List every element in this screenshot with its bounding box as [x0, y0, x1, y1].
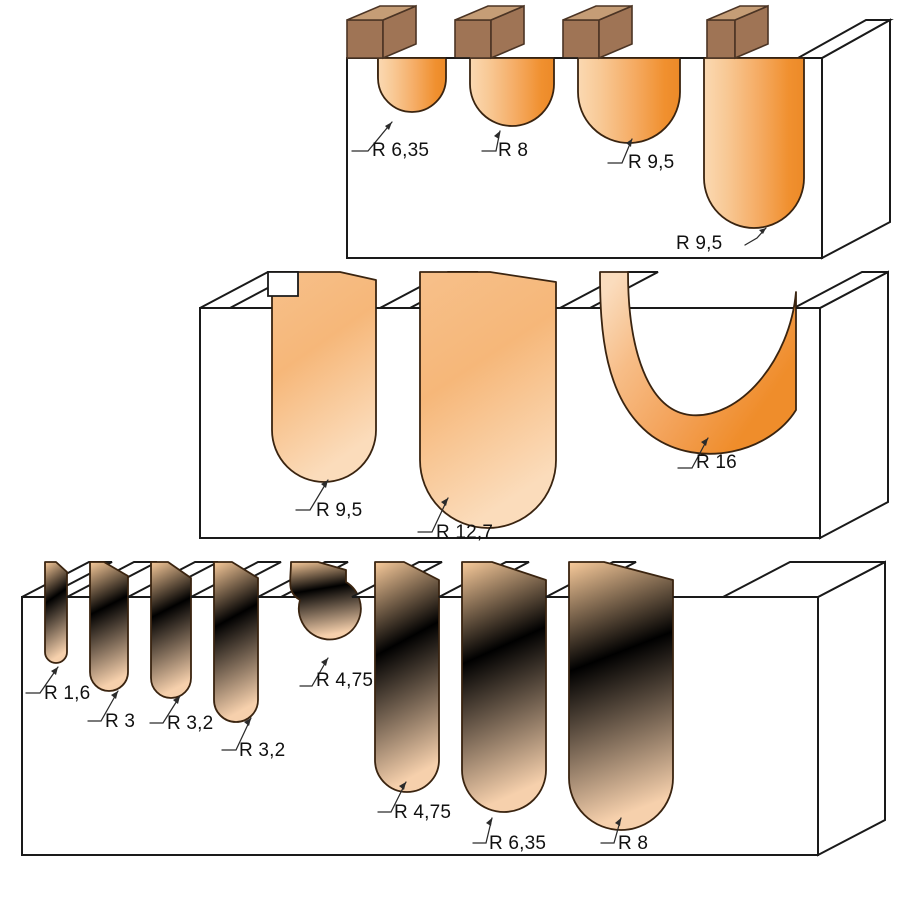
- label-r635-bottom: R 6,35: [489, 833, 546, 854]
- groove-r8-bottom: [568, 561, 674, 831]
- wood-cap-front-2: [454, 19, 492, 59]
- leader-r8-top: R 8: [481, 130, 528, 161]
- leader-r127-middle: R 12,7: [417, 497, 493, 543]
- leader-r32b-bottom: R 3,2: [221, 717, 285, 761]
- block-middle: R 9,5 R 12,7 R 16: [199, 270, 889, 543]
- wood-cap-top-2: [454, 5, 525, 21]
- leader-r635-bottom: R 6,35: [472, 817, 546, 854]
- leader-r32a-bottom: R 3,2: [149, 695, 213, 734]
- leader-r16-middle: R 16: [677, 437, 737, 473]
- groove-r635-cove: [377, 57, 447, 113]
- label-r95-deep-top: R 9,5: [676, 233, 722, 254]
- leader-r635-top: R 6,35: [351, 121, 429, 161]
- groove-r95-deep-top: [703, 57, 805, 229]
- leader-r3-bottom: R 3: [87, 690, 135, 732]
- groove-r16mm-bottom: [44, 561, 68, 664]
- label-r32b-bottom: R 3,2: [239, 740, 285, 761]
- label-r32a-bottom: R 3,2: [167, 713, 213, 734]
- groove-r635-bottom: [461, 561, 547, 813]
- groove-r95-top: [577, 57, 681, 144]
- groove-r32b-bottom: [213, 561, 259, 723]
- groove-r8-top: [469, 57, 555, 127]
- label-r8-bottom: R 8: [618, 833, 648, 854]
- top-block-right-side: [821, 18, 891, 260]
- label-r635-top: R 6,35: [372, 140, 429, 161]
- label-r3-bottom: R 3: [105, 711, 135, 732]
- label-r16mm-bottom: R 1,6: [44, 683, 90, 704]
- label-r8-top: R 8: [498, 140, 528, 161]
- block-bottom: R 1,6 R 3 R 3,2 R 3,2 R 4,75 R 4,75: [21, 560, 886, 857]
- label-r16-middle: R 16: [696, 452, 737, 473]
- block-top: R 6,35 R 8 R 9,5 R 9,5: [346, 4, 894, 260]
- wood-cap-top-4: [706, 5, 769, 21]
- groove-r127-middle: [419, 271, 557, 529]
- groove-r95-middle: [271, 271, 377, 483]
- label-r95-top: R 9,5: [628, 152, 674, 173]
- label-r127-middle: R 12,7: [436, 522, 493, 543]
- leader-r8-bottom: R 8: [600, 817, 648, 854]
- leader-r95-top: R 9,5: [607, 138, 674, 173]
- label-r475a-bottom: R 4,75: [316, 670, 373, 691]
- wood-cap-top-3: [562, 5, 633, 21]
- middle-wall-1: [267, 271, 299, 297]
- groove-r32a-bottom: [150, 561, 192, 699]
- groove-r475b-bottom: [374, 561, 440, 793]
- wood-cap-front-4: [706, 19, 736, 59]
- middle-block-right-side: [819, 270, 889, 540]
- wood-cap-front-3: [562, 19, 600, 59]
- bottom-block-right-top: [722, 561, 886, 598]
- wood-cap-front-1: [346, 19, 384, 59]
- leader-r16mm-bottom: R 1,6: [25, 666, 90, 704]
- bottom-block-right-side: [817, 560, 886, 857]
- groove-r16-middle: [599, 271, 797, 455]
- label-r475b-bottom: R 4,75: [394, 802, 451, 823]
- wood-cap-top-1: [346, 5, 417, 21]
- leader-r475a-bottom: R 4,75: [299, 657, 373, 691]
- leader-r95-deep-top: R 9,5: [676, 227, 767, 254]
- groove-r3-bottom: [89, 561, 129, 692]
- label-r95-middle: R 9,5: [316, 500, 362, 521]
- leader-r95-middle: R 9,5: [295, 479, 362, 521]
- wood-caps-top-block: [346, 4, 769, 60]
- leader-r475b-bottom: R 4,75: [377, 781, 451, 823]
